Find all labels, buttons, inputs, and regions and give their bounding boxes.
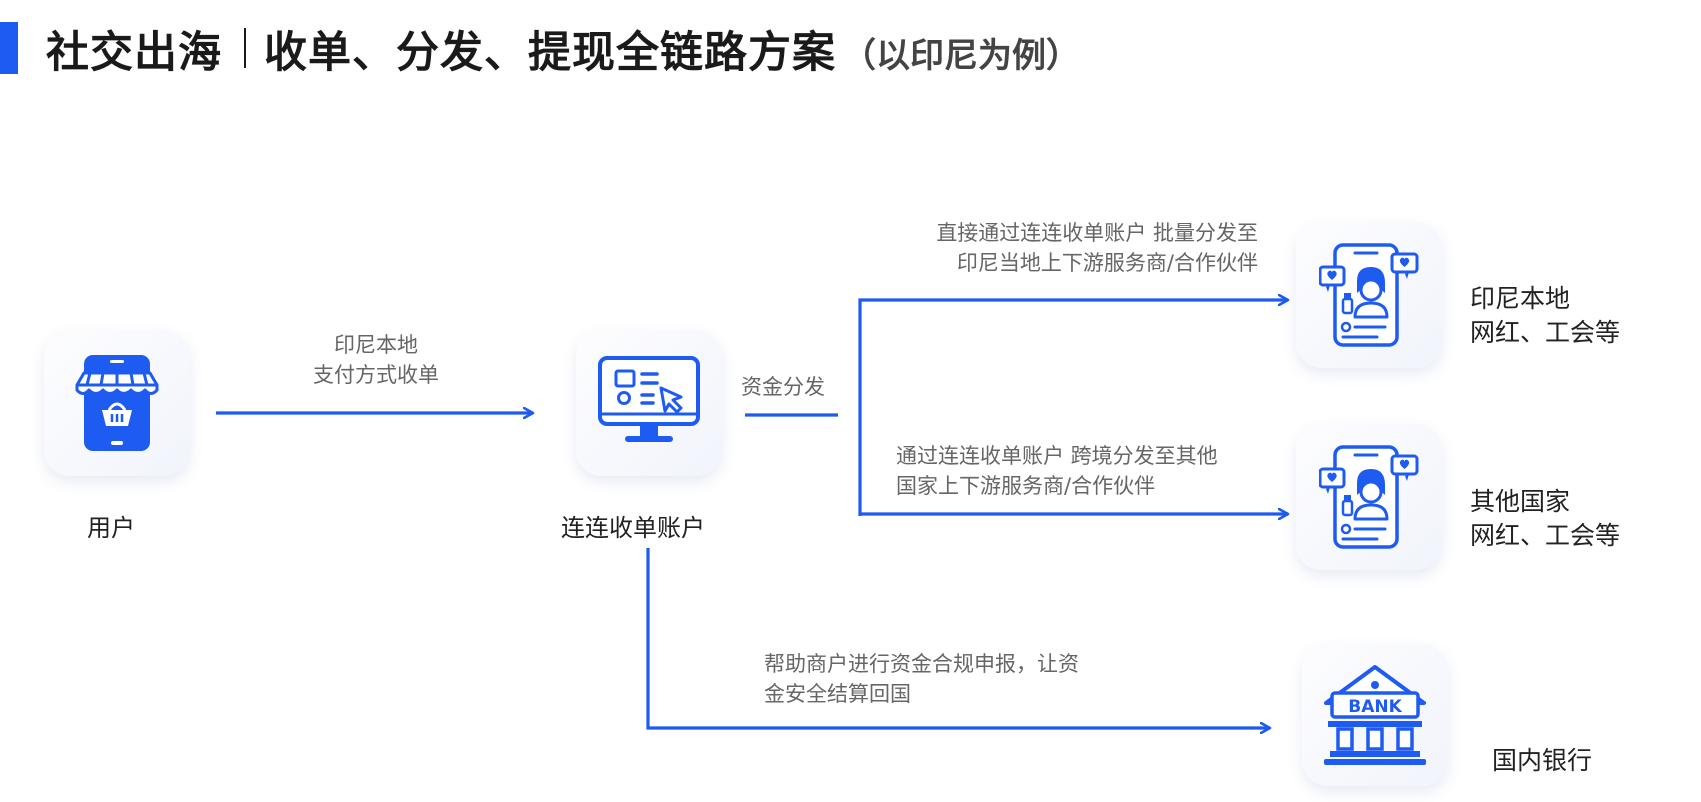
indonesia-label-line1: 印尼本地 — [1470, 284, 1571, 313]
bank-card: BANK — [1302, 644, 1448, 786]
shop-phone-icon — [75, 355, 159, 451]
cross-edge-label: 通过连连收单账户 跨境分发至其他 国家上下游服务商/合作伙伴 — [896, 441, 1218, 501]
account-card — [576, 330, 722, 476]
influencer-phone-icon — [1319, 445, 1419, 549]
collect-edge-line2: 支付方式收单 — [313, 363, 439, 387]
bank-icon-text: BANK — [1348, 697, 1402, 717]
collect-edge-label: 印尼本地 支付方式收单 — [300, 330, 452, 390]
other-label-line2: 网红、工会等 — [1470, 521, 1621, 550]
indonesia-label: 印尼本地 网红、工会等 — [1470, 282, 1620, 350]
title-accent-bar — [0, 22, 18, 74]
arrow-account-to-bank — [646, 548, 1270, 728]
settle-edge-line1: 帮助商户进行资金合规申报，让资 — [764, 652, 1079, 676]
user-card — [44, 330, 190, 476]
other-label-line1: 其他国家 — [1470, 487, 1571, 516]
distribute-edge-label: 资金分发 — [741, 375, 825, 399]
arrow-branch-local — [858, 300, 1288, 516]
title-separator — [244, 28, 246, 68]
bank-icon: BANK — [1324, 665, 1426, 765]
other-card — [1296, 424, 1442, 570]
indonesia-card — [1296, 222, 1442, 368]
other-label: 其他国家 网红、工会等 — [1470, 485, 1620, 553]
page-title: 社交出海 收单、分发、提现全链路方案 （以印尼为例） — [46, 18, 1080, 78]
title-part2: 收单、分发、提现全链路方案 — [264, 28, 836, 78]
settle-edge-line2: 金安全结算回国 — [764, 682, 911, 706]
collect-edge-line1: 印尼本地 — [334, 333, 418, 357]
title-main: 社交出海 — [46, 28, 222, 78]
cross-edge-line1: 通过连连收单账户 跨境分发至其他 — [896, 444, 1218, 468]
user-label: 用户 — [87, 514, 135, 542]
settle-edge-label: 帮助商户进行资金合规申报，让资 金安全结算回国 — [764, 649, 1079, 709]
local-edge-line2: 印尼当地上下游服务商/合作伙伴 — [956, 251, 1258, 275]
local-edge-line1: 直接通过连连收单账户 批量分发至 — [936, 221, 1258, 245]
influencer-phone-icon — [1319, 243, 1419, 347]
indonesia-label-line2: 网红、工会等 — [1470, 318, 1621, 347]
title-sub: （以印尼为例） — [842, 36, 1080, 76]
local-edge-label: 直接通过连连收单账户 批量分发至 印尼当地上下游服务商/合作伙伴 — [880, 218, 1258, 278]
monitor-dashboard-icon — [598, 356, 700, 442]
account-label: 连连收单账户 — [561, 514, 705, 542]
cross-edge-line2: 国家上下游服务商/合作伙伴 — [896, 474, 1156, 498]
bank-label: 国内银行 — [1492, 746, 1593, 775]
